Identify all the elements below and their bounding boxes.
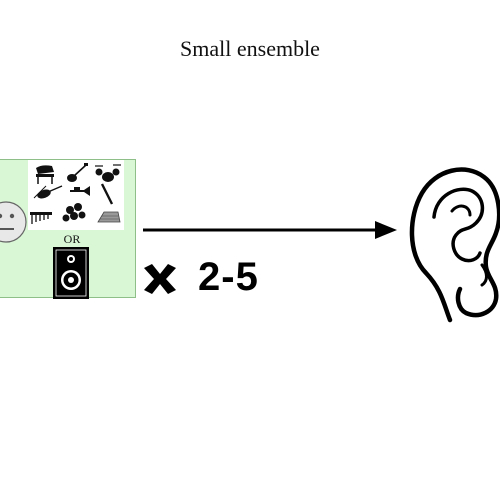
arrow xyxy=(143,221,397,239)
piano-icon xyxy=(36,165,54,184)
ensemble-size: 2-5 xyxy=(198,255,259,299)
neutral-face-icon xyxy=(0,201,27,243)
times-icon xyxy=(144,264,176,294)
guitar-icon xyxy=(67,163,88,182)
harp-icon xyxy=(97,211,121,223)
cello-icon xyxy=(33,185,63,199)
oboe-icon xyxy=(100,183,114,205)
drum-kit-icon xyxy=(95,164,121,182)
ear-icon xyxy=(409,167,500,323)
speaker-icon xyxy=(53,247,89,299)
or-label: OR xyxy=(63,232,81,246)
marimba-icon xyxy=(30,212,52,224)
page-title: Small ensemble xyxy=(180,36,320,61)
handbells-icon xyxy=(62,203,86,222)
trumpet-icon xyxy=(70,186,90,196)
instrument-grid xyxy=(28,160,124,230)
